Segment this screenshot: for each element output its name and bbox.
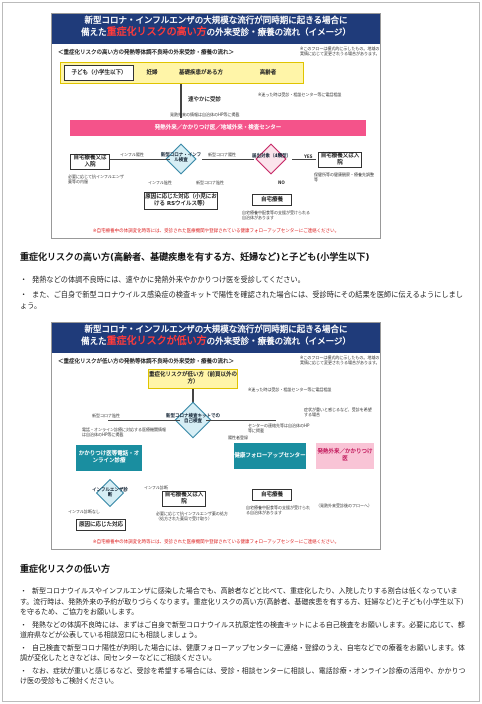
fever-box: 発熱外来／かかりつけ医: [316, 443, 374, 469]
fever-note: （発熱外来受診後のフローへ）: [316, 503, 372, 508]
section2-title: 重症化リスクの低い方: [20, 565, 111, 575]
section1-title: 重症化リスクの高い方(高齢者、基礎疾患を有する方、妊婦など)と子ども(小学生以下…: [20, 253, 370, 263]
flowchart2-header: 新型コロナ・インフルエンザの大規模な流行が同時期に起きる場合に 備えた重症化リス…: [52, 323, 380, 353]
note-top-right: ※このフローは模式的に示したもの。地域の実情に応じて変更されうる場合があります。: [300, 46, 380, 56]
home-right-note: 保健所等の健康観察・療養先調整等: [314, 172, 374, 182]
hotline2-note: ※迷った時は受診・相談センター等に電話相談: [248, 387, 332, 392]
center-note: センターの連絡先等は自治体のHP等に掲載: [248, 423, 310, 433]
flu-negative-label: インフル陰性: [148, 180, 172, 185]
cat-elderly: 高齢者: [259, 69, 277, 76]
home-flu: 自宅療養又は入院: [162, 491, 206, 507]
header-line2: 備えた重症化リスクの高い方の外来受診・療養の流れ（イメージ）: [52, 27, 380, 39]
test-diamond-label: 新型コロナ・インフル検査: [160, 153, 202, 163]
note2-top-right: ※このフローは模式的に示したもの。地域の実情に応じて変更されうる場合があります。: [300, 355, 380, 365]
arrow-consult: [180, 84, 182, 118]
flu-dx-label: インフル診断: [144, 485, 168, 490]
header-post: の外来受診・療養の流れ（イメージ）: [206, 28, 351, 38]
arrow-top: [192, 389, 194, 411]
header2-line2: 備えた重症化リスクが低い方の外来受診・療養の流れ（イメージ）: [52, 336, 380, 348]
section1-bullets: ・発熱などの体調不良時には、速やかに発熱外来やかかりつけ医を受診してください。 …: [20, 274, 470, 311]
section1-bullet-2: ・また、ご自身で新型コロナウイルス感染症の検査キットで陽性を確認された場合には、…: [20, 290, 463, 310]
cat-pregnant: 妊婦: [146, 69, 158, 76]
online-box: かかりつけ医等電話・オンライン診療: [76, 445, 142, 471]
flu-neg-label: インフル診断なし: [68, 509, 100, 514]
no-label: NO: [278, 180, 285, 185]
home-right: 自宅療養又は入院: [318, 152, 362, 168]
symptom-note: 症状が重いと感じるなど、受診を希望する場合: [304, 407, 372, 417]
header2-highlight: 重症化リスクが低い方: [106, 336, 207, 347]
yes-label: YES: [304, 154, 313, 159]
flu-diamond-label: インフルエンザ診断: [92, 488, 128, 498]
line-yes: [292, 159, 316, 160]
center-box: 健康フォローアップセンター: [234, 443, 306, 469]
header-highlight: 重症化リスクの高い方: [106, 27, 207, 38]
covid-positive2-label: 陽性者登録: [228, 435, 248, 440]
flu-positive-label: インフル陽性: [120, 152, 144, 157]
header2-post: の外来受診・療養の流れ（イメージ）: [206, 337, 351, 347]
line-right: [202, 159, 254, 160]
line2-right: [206, 420, 276, 421]
section2-bullet-2: ・発熱などの体調不良時には、まずはご自身で新型コロナウイルス抗原定性の検査キット…: [20, 620, 465, 640]
home-center-note: 自宅療養中配食等の支援が受けられる自治体があります: [246, 505, 310, 515]
home-left: 自宅療養又は入院: [70, 154, 110, 170]
covid-positive-label: 新型コロナ陽性: [208, 152, 236, 157]
flowchart-subtitle: ＜重症化リスクの高い方の発熱等体調不良時の外来受診・療養の流れ＞: [58, 50, 235, 56]
flowchart-footer: ※自宅療養中の体調変化時等には、受診された医療機関や登録されている健康フォローア…: [92, 229, 340, 234]
cat-disease: 基礎疾患がある方: [178, 69, 223, 76]
flowchart-header: 新型コロナ・インフルエンザの大規模な流行が同時期に起きる場合に 備えた重症化リス…: [52, 14, 380, 44]
cause2-box: 原因に応じた対応: [76, 519, 126, 531]
line2-left: [108, 420, 180, 421]
home-flu-note: 必要に応じて抗インフルエンザ薬の処方（処方された薬局で受け取り）: [156, 511, 228, 521]
hotline-note: ※迷った時は受診・相談センター等に電話相談: [258, 92, 342, 97]
header2-pre: 備えた: [81, 337, 107, 347]
home-center: 自宅療養: [252, 489, 292, 501]
covid-negative2-label: 新型コロナ陰性: [92, 413, 120, 418]
cat-child: 子ども（小学生以下）: [64, 65, 134, 81]
line-left: [110, 159, 170, 160]
section2-bullets: ・新型コロナウイルスやインフルエンザに感染した場合でも、高齢者などと比べて、重症…: [20, 586, 470, 687]
header-line1: 新型コロナ・インフルエンザの大規模な流行が同時期に起きる場合に: [84, 16, 348, 26]
section2-bullet-1: ・新型コロナウイルスやインフルエンザに感染した場合でも、高齢者などと比べて、重症…: [20, 587, 464, 616]
consult-label: 速やかに受診: [188, 97, 222, 103]
section2-bullet-4: ・なお、症状が重いと感じるなど、受診を希望する場合には、受診・相談センターに相談…: [20, 666, 466, 686]
home-left-note: 必要に応じて抗インフルエンザ薬等の内服: [68, 174, 124, 184]
report-diamond: [255, 143, 287, 175]
flowchart-high-risk: 新型コロナ・インフルエンザの大規模な流行が同時期に起きる場合に 備えた重症化リス…: [51, 13, 381, 239]
home-mid-note: 自宅療養中配食等の支援が受けられる自治体があります: [242, 210, 310, 220]
flowchart2-footer: ※自宅療養中の体調変化時等には、受診された医療機関や登録されている健康フォローア…: [92, 540, 340, 545]
report-diamond-label: 届出対象（4類型）: [252, 154, 292, 159]
cause-box: 原因に応じた対応（小児における RSウイルス等）: [144, 192, 218, 210]
header-pre: 備えた: [81, 28, 107, 38]
header2-line1: 新型コロナ・インフルエンザの大規模な流行が同時期に起きる場合に: [84, 325, 348, 335]
flowchart2-subtitle: ＜重症化リスクが低い方の発熱等体調不良時の外来受診・療養の流れ＞: [58, 359, 235, 365]
covid-negative-label: 新型コロナ陰性: [196, 180, 224, 185]
top-box: 重症化リスクが低い方（前頁以外の方）: [148, 369, 238, 389]
section2-bullet-3: ・自己検査で新型コロナ陽性が判明した場合には、健康フォローアップセンターに連絡・…: [20, 643, 465, 663]
online-note: 電話・オンライン診療に対応する医療機関情報は自治体のHP等に掲載: [82, 427, 166, 437]
clinic-info-note: 発熱外来の情報は自治体のHP等に掲載: [170, 112, 240, 117]
flowchart-low-risk: 新型コロナ・インフルエンザの大規模な流行が同時期に起きる場合に 備えた重症化リス…: [51, 322, 381, 550]
clinic-bar: 発熱外来／かかりつけ医／地域外来・検査センター: [70, 120, 366, 136]
selftest-label: 新型コロナ検査キットでの自己検査: [166, 414, 220, 424]
section1-bullet-1: ・発熱などの体調不良時には、速やかに発熱外来やかかりつけ医を受診してください。: [20, 275, 305, 284]
home-mid: 自宅療養: [252, 194, 292, 206]
